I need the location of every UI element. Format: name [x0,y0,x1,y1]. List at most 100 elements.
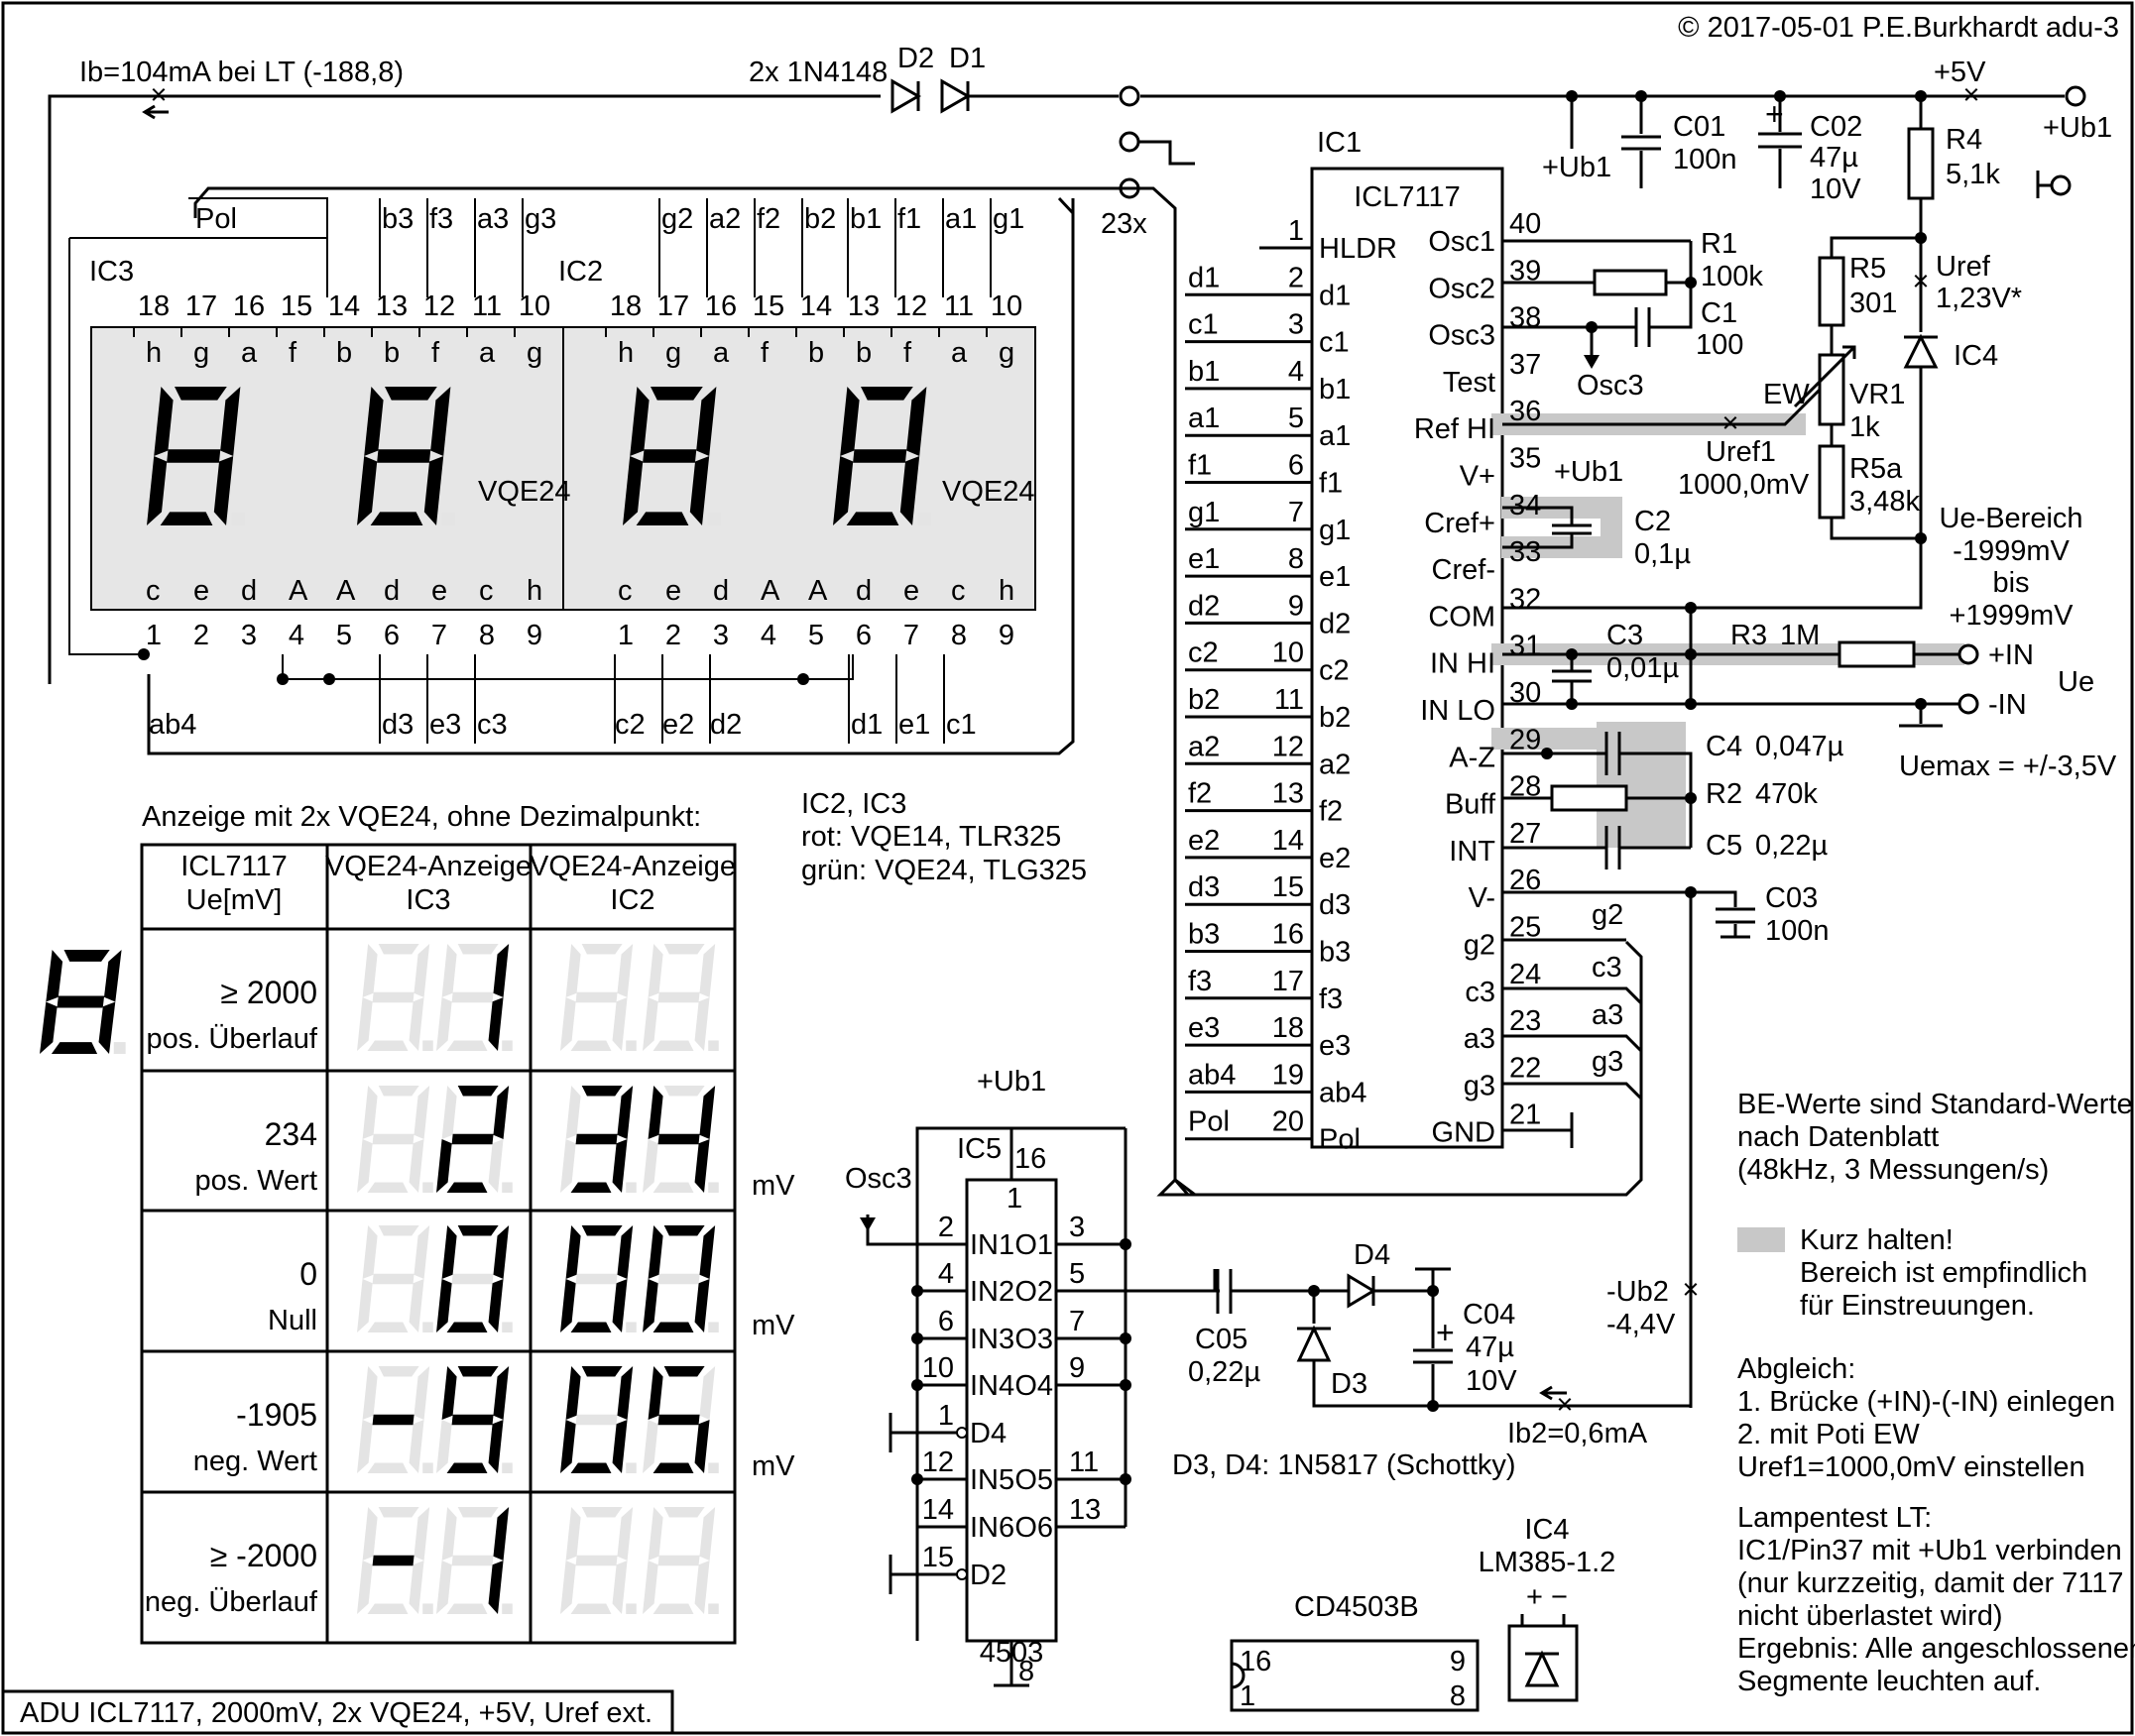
ue-bereich-1: Ue-Bereich [1939,503,2082,534]
segment-g [372,1414,415,1426]
display-seg-top: b [384,337,400,369]
r5-label: R5 [1849,253,1886,285]
display-pin-top: 17 [657,290,689,322]
segment-c [694,997,710,1051]
segment-a [457,1366,499,1377]
ic3-top-net: f3 [429,203,453,235]
segment-e [40,1001,58,1054]
segment-f [565,1225,581,1279]
segment-d [446,1462,488,1473]
ic1-net-label: a2 [1188,731,1220,762]
ic1-pin-num: 38 [1509,302,1541,334]
ic1-pin-num: 16 [1272,919,1304,951]
ic1-pin-name: a1 [1319,420,1351,452]
display-pin-top: 10 [519,290,550,322]
segment-b [906,387,927,456]
segment-d [446,1322,488,1332]
segment-f [648,1366,663,1420]
ic5-pin-num: 12 [922,1447,954,1478]
ic1-pin-name: c2 [1319,655,1350,687]
segment-d [367,1603,409,1614]
segment-b [414,1366,430,1420]
note-be: (48kHz, 3 Messungen/s) [1737,1154,2049,1186]
segment-b [617,1366,634,1420]
ub2-label: -Ub2 [1606,1276,1669,1308]
display-seg-bottom: A [289,575,308,607]
segment-d [570,1462,612,1473]
colors-line-2: rot: VQE14, TLR325 [801,821,1061,853]
ic1-pin-name: g3 [1464,1070,1495,1101]
pkg-p16: 16 [1240,1646,1271,1678]
segment-b [699,1086,716,1139]
display-seg-top: b [808,337,824,369]
segment-d [652,1322,694,1332]
segment-b [103,950,122,1002]
segment-d [446,1182,488,1193]
segment-g [575,1273,618,1285]
display-pin-top: 17 [185,290,217,322]
segment-a [663,944,705,955]
top-rail: × × [48,78,2086,1197]
ue-bereich-3: bis [1992,567,2029,599]
c02-value: 47µ [1810,142,1858,174]
segment-a [378,944,419,955]
ic5-pin-name: O2 [1014,1276,1053,1308]
ic1-pin-name: Cref- [1432,554,1495,586]
segment-d [636,512,689,525]
ic1-pin-num: 23 [1509,1005,1541,1037]
uref-value: 1,23V* [1936,283,2022,314]
table-unit: mV [752,1170,795,1202]
ic5-pin-name: D4 [970,1418,1007,1449]
segment-f [154,387,174,456]
table-header-2b: IC3 [406,884,450,916]
charge-pump: × [1213,1267,1691,1421]
ic5-pin-num: 10 [922,1352,954,1384]
segment-c [488,1139,504,1193]
ic2-bot-net: e1 [898,709,930,741]
segment-c [213,456,234,525]
ic1-label: IC1 [1317,127,1362,159]
segment-c [694,1139,710,1193]
segment-c [409,1139,424,1193]
segment-dp [113,1042,126,1054]
segment-e [357,1420,373,1473]
segment-d [652,1462,694,1473]
ic1-net-label: e1 [1188,543,1220,575]
ic4-label: IC4 [1954,340,1998,372]
display-pin-top: 14 [328,290,360,322]
segment-e [436,1279,452,1332]
table-header-1b: Ue[mV] [186,884,283,916]
segment-g [451,1133,494,1145]
ic1-net-label: f2 [1188,778,1212,810]
segment-c [689,456,710,525]
pkg-p1: 1 [1240,1680,1255,1712]
segment-b [696,387,717,456]
segment-g [57,995,105,1008]
segment-e [560,997,576,1051]
ue-bereich-2: -1999mV [1953,535,2070,567]
segment-b [414,1086,430,1139]
display-seg-bottom: c [618,575,633,607]
d1-label: D1 [949,43,986,74]
ic1-pin-num: 31 [1509,631,1541,662]
note-abgleich: 1. Brücke (+IN)-(-IN) einlegen [1737,1386,2115,1418]
segment-g [643,449,697,463]
note-be: BE-Werte sind Standard-Werte [1737,1089,2133,1120]
x23-label: 23x [1101,208,1147,240]
segment-f [565,1366,581,1420]
r4-value: 5,1k [1946,159,2000,190]
ic5-pin-name: IN6 [970,1512,1014,1544]
ic5-pin-num: 4 [938,1258,954,1290]
display-seg-top: h [618,337,634,369]
c3-label: C3 [1606,620,1643,651]
display-seg-top: g [527,337,542,369]
display-pin-top: 15 [753,290,784,322]
ic5-pin-num: 6 [938,1306,954,1337]
display-seg-top: f [431,337,440,369]
ic1-pin-num: 36 [1509,396,1541,427]
ic1-pin-name: Test [1443,367,1495,399]
r3-value: 1M [1780,620,1820,651]
display-seg-bottom: h [999,575,1014,607]
segment-c [98,1001,116,1054]
display-seg-bottom: d [384,575,400,607]
